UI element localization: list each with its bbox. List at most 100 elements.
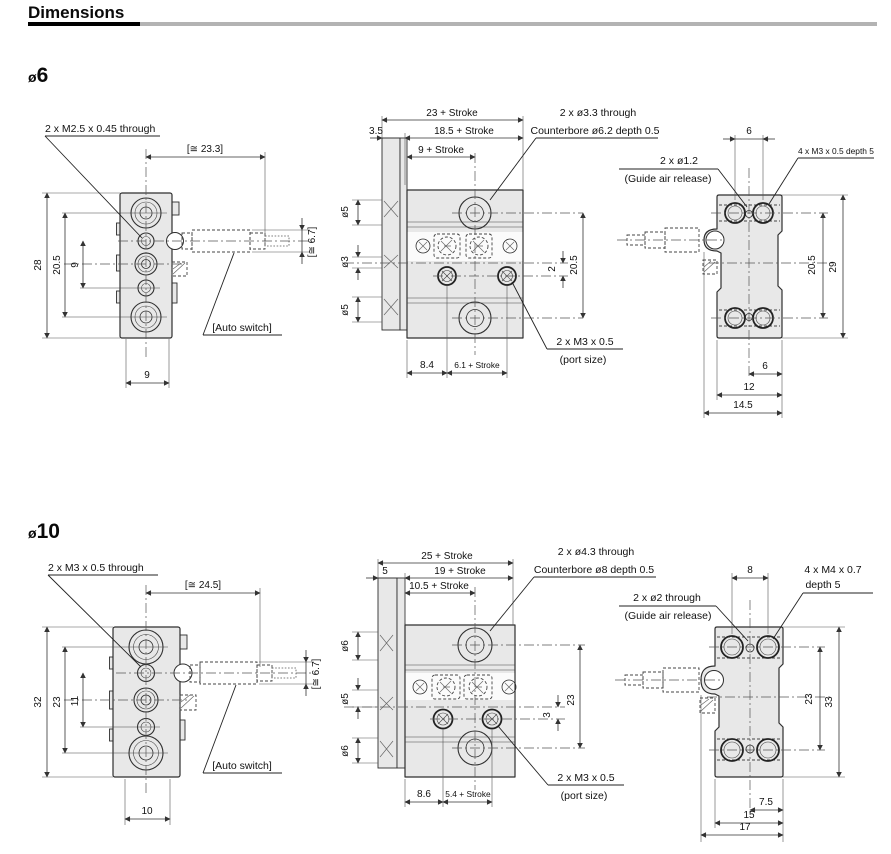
o10-switch-slots	[412, 674, 517, 700]
o6-reach-dim: [≅ 23.3]	[187, 144, 223, 155]
o10-bore-mid: ø5	[340, 693, 351, 705]
o10-front-centerlines	[64, 585, 315, 795]
o6-side-vpitch: 20.5	[807, 255, 818, 275]
o6-auto-switch-rod	[181, 229, 290, 253]
o10-port-x: 8.6	[417, 789, 431, 800]
o6-thread-label: 2 x M2.5 x 0.45 through	[45, 123, 155, 135]
o6-switch-slots	[415, 233, 518, 259]
o10-top-leaders	[489, 576, 656, 786]
o10-auto-switch-rod	[189, 661, 297, 685]
o10-side-leaders	[619, 592, 873, 642]
o10-inner-pitch-dim: 11	[70, 695, 81, 706]
o6-top-body	[381, 137, 524, 339]
o6-front-dims	[42, 152, 310, 388]
o10-side-centerlines	[615, 600, 830, 815]
o10-front-dims	[42, 588, 314, 825]
o6-bore-mid: ø3	[340, 256, 351, 268]
section-label-o6: ø6	[28, 64, 49, 87]
o10-cb-line2: Counterbore ø8 depth 0.5	[534, 564, 654, 576]
o6-body-len: 18.5 + Stroke	[434, 126, 494, 137]
o6-inner-pitch-dim: 9	[70, 262, 81, 268]
o6-side-dims	[703, 135, 848, 418]
o6-guide-line1: 2 x ø1.2	[660, 155, 698, 167]
o6-cb-line2: Counterbore ø6.2 depth 0.5	[530, 125, 659, 137]
o6-cb-line1: 2 x ø3.3 through	[560, 107, 637, 119]
title-rule	[28, 22, 877, 26]
o6-port-pitch: 6.1 + Stroke	[454, 360, 500, 370]
o10-rod-dim: [≅ 6.7]	[311, 658, 322, 689]
o10-width-dim: 10	[141, 806, 153, 817]
o6-offset-dim: 2	[547, 266, 558, 272]
o10-port-line2: (port size)	[561, 790, 608, 802]
o10-port-line1: 2 x M3 x 0.5	[557, 772, 614, 784]
o10-guide-line2: (Guide air release)	[625, 610, 712, 622]
o10-pitch-dim: 23	[566, 694, 577, 706]
o6-top-centerlines	[344, 153, 583, 355]
o6-side-top-pitch: 6	[746, 126, 752, 137]
o6-port-line1: 2 x M3 x 0.5	[556, 336, 613, 348]
o10-side-total: 17	[739, 822, 751, 833]
o6-top-leaders	[489, 137, 658, 350]
o10-cb-line1: 2 x ø4.3 through	[558, 546, 635, 558]
o6-front-leaders	[44, 135, 282, 336]
o10-side-height: 33	[824, 696, 835, 708]
o10-auto-switch-label: [Auto switch]	[212, 760, 272, 772]
o10-thread-label: 2 x M3 x 0.5 through	[48, 562, 144, 574]
o10-side-width: 15	[743, 810, 755, 821]
o6-side-view: 6 4 x M3 x 0.5 depth 5 2 x ø1.2 (Guide a…	[615, 110, 891, 435]
o10-bore-bot: ø6	[340, 745, 351, 757]
o6-hole-len: 9 + Stroke	[418, 145, 464, 156]
o6-guide-line2: (Guide air release)	[625, 173, 712, 185]
o10-front-view: 2 x M3 x 0.5 through [≅ 24.5] 32 23 11 1…	[20, 555, 335, 850]
o6-bore-bot: ø5	[340, 304, 351, 316]
o10-outer-pitch-dim: 23	[52, 696, 63, 708]
o6-total-len: 23 + Stroke	[426, 108, 478, 119]
o6-side-total: 14.5	[733, 400, 753, 411]
o10-side-view: 8 4 x M4 x 0.7 depth 5 2 x ø2 through (G…	[615, 545, 891, 854]
o6-front-centerlines	[64, 149, 312, 357]
o6-side-half: 6	[762, 361, 768, 372]
o10-side-dims	[700, 573, 845, 842]
o10-top-dims	[352, 559, 583, 807]
o6-top-dims	[352, 116, 586, 378]
o10-top-view: 25 + Stroke 5 19 + Stroke 10.5 + Stroke …	[340, 545, 670, 854]
o10-tap-line1: 4 x M4 x 0.7	[804, 564, 861, 576]
o6-outer-pitch-dim: 20.5	[52, 255, 63, 275]
o6-rod-dim: [≅ 6.7]	[307, 226, 318, 257]
o10-front-leaders	[47, 574, 282, 774]
o10-guide-line1: 2 x ø2 through	[633, 592, 701, 604]
o10-total-len: 25 + Stroke	[421, 551, 473, 562]
o6-plate-w: 3.5	[369, 126, 383, 137]
o10-front-body	[109, 626, 197, 778]
o10-offset-dim: 3	[542, 712, 553, 718]
o6-auto-switch-label: [Auto switch]	[212, 322, 272, 334]
o6-side-width: 12	[743, 382, 755, 393]
o6-height-dim: 28	[33, 259, 44, 271]
o10-top-centerlines	[344, 587, 585, 790]
o6-port-x: 8.4	[420, 360, 434, 371]
o10-reach-dim: [≅ 24.5]	[185, 580, 221, 591]
o10-tap-line2: depth 5	[805, 579, 840, 591]
o10-side-vpitch: 23	[804, 693, 815, 705]
o10-body-len: 19 + Stroke	[434, 566, 486, 577]
o6-port-line2: (port size)	[560, 354, 607, 366]
o10-side-top-pitch: 8	[747, 565, 753, 576]
o10-hole-len: 10.5 + Stroke	[409, 581, 469, 592]
o10-top-body	[377, 577, 516, 778]
o6-front-view: 2 x M2.5 x 0.45 through [≅ 23.3] 28 20.5…	[20, 105, 335, 405]
o6-tap-label: 4 x M3 x 0.5 depth 5	[798, 146, 874, 156]
o6-side-body	[702, 194, 783, 339]
o6-top-view: 23 + Stroke 3.5 18.5 + Stroke 9 + Stroke…	[340, 105, 670, 405]
o10-bore-top: ø6	[340, 640, 351, 652]
o6-side-leaders	[619, 157, 874, 208]
o6-pitch-dim: 20.5	[569, 255, 580, 275]
section-label-o10: ø10	[28, 520, 60, 543]
o6-side-height: 29	[828, 261, 839, 273]
o10-plate-w: 5	[382, 566, 388, 577]
o6-bore-top: ø5	[340, 206, 351, 218]
o10-height-dim: 32	[33, 696, 44, 708]
o10-port-pitch: 5.4 + Stroke	[445, 789, 491, 799]
o6-width-dim: 9	[144, 370, 150, 381]
o10-side-half: 7.5	[759, 797, 773, 808]
